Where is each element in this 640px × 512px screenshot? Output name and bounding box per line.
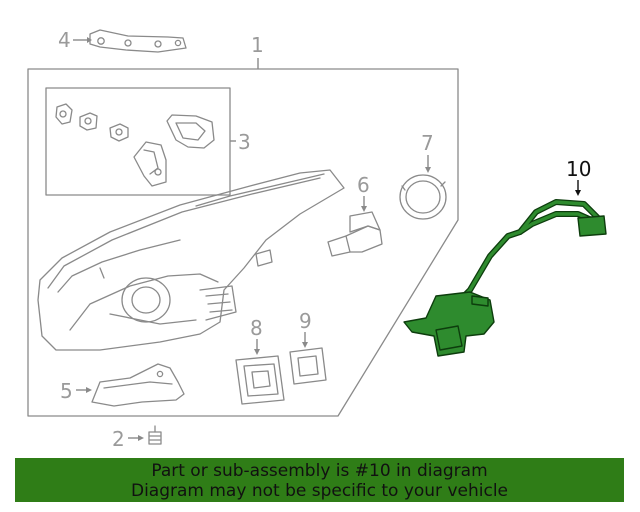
callout-8: 8 <box>250 316 263 340</box>
callout-5: 5 <box>60 379 73 403</box>
bracket-part-4 <box>89 29 187 53</box>
callout-10: 10 <box>566 157 591 181</box>
info-banner: Part or sub-assembly is #10 in diagram D… <box>15 458 624 502</box>
callout-4: 4 <box>58 28 71 52</box>
banner-line-1: Part or sub-assembly is #10 in diagram <box>151 461 488 481</box>
kit-box-part-3 <box>45 87 231 196</box>
callout-7: 7 <box>421 131 434 155</box>
callout-6: 6 <box>357 173 370 197</box>
assembly-frame <box>27 68 459 417</box>
callout-1: 1 <box>251 33 264 57</box>
seal-ring-part-7 <box>399 174 447 220</box>
callout-2: 2 <box>112 427 125 451</box>
callout-3: 3 <box>238 130 251 154</box>
bulb-socket-part-6 <box>327 211 383 257</box>
screw-part-2 <box>148 425 162 445</box>
callout-9: 9 <box>299 309 312 333</box>
banner-line-2: Diagram may not be specific to your vehi… <box>130 481 508 501</box>
wiring-harness-part-10 <box>403 199 607 357</box>
mount-kit-part-3 <box>55 103 215 187</box>
control-module-part-8 <box>235 355 285 405</box>
module-part-9 <box>289 347 327 385</box>
headlamp-assembly <box>37 169 345 351</box>
bracket-part-5 <box>91 363 185 407</box>
